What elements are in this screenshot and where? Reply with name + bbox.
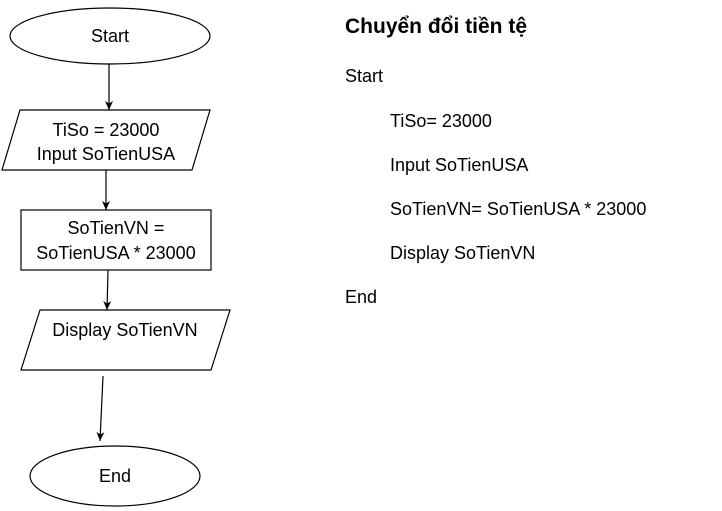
output-label: Display SoTienVN bbox=[52, 320, 197, 340]
process-label-line1: SoTienVN = bbox=[68, 218, 165, 238]
input-label-line2: Input SoTienUSA bbox=[37, 144, 175, 164]
pseudocode-start: Start bbox=[345, 66, 384, 86]
pseudocode-line-1: TiSo= 23000 bbox=[390, 111, 492, 131]
pseudocode-line-3: SoTienVN= SoTienUSA * 23000 bbox=[390, 199, 647, 219]
start-label: Start bbox=[91, 26, 129, 46]
connector-process-output bbox=[103, 269, 112, 311]
end-label: End bbox=[99, 466, 131, 486]
pseudocode-line-4: Display SoTienVN bbox=[390, 243, 536, 263]
process-node: SoTienVN = SoTienUSA * 23000 bbox=[20, 209, 212, 271]
pseudocode-end: End bbox=[345, 287, 378, 307]
input-label-line1: TiSo = 23000 bbox=[53, 120, 160, 140]
flowchart: Start TiSo = 23000 Input SoTienUSA SoTie… bbox=[1, 7, 231, 507]
start-node: Start bbox=[9, 7, 211, 65]
input-node: TiSo = 23000 Input SoTienUSA bbox=[1, 109, 211, 171]
pseudocode-title: Chuyển đổi tiền tệ bbox=[345, 15, 528, 38]
end-node: End bbox=[29, 445, 201, 507]
connector-output-end bbox=[96, 375, 105, 442]
pseudocode-line-2: Input SoTienUSA bbox=[390, 155, 529, 175]
process-label-line2: SoTienUSA * 23000 bbox=[36, 243, 195, 263]
output-node: Display SoTienVN bbox=[20, 309, 231, 371]
